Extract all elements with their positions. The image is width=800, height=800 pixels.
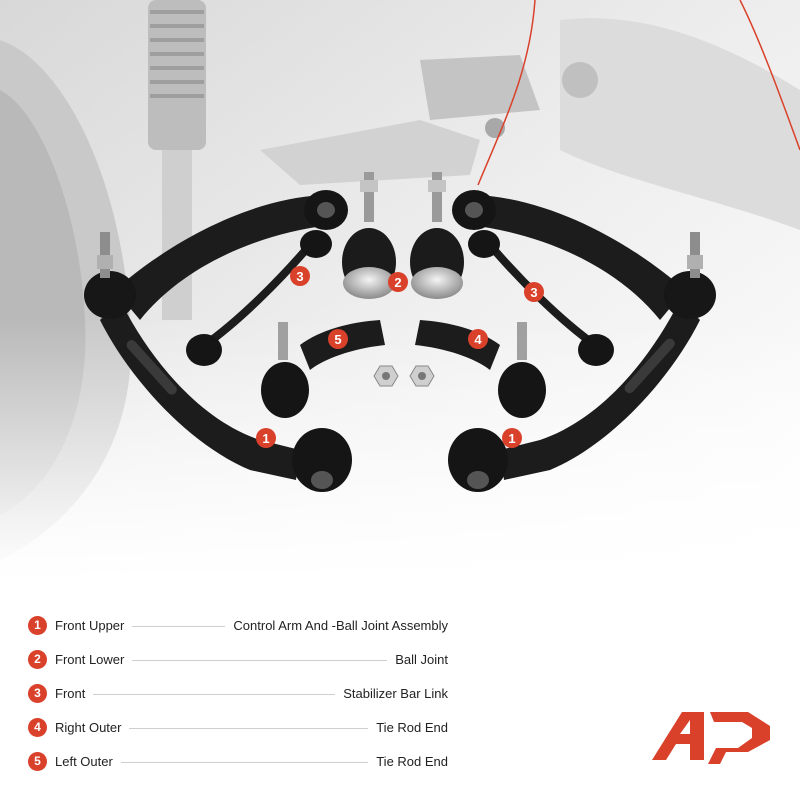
legend-part-name: Ball Joint: [395, 651, 448, 667]
legend-leader-line: [132, 659, 388, 661]
legend-part-name: Stabilizer Bar Link: [343, 685, 448, 701]
callout-1-left: 1: [256, 428, 276, 448]
legend-number-badge: 5: [28, 751, 47, 771]
legend-leader-line: [120, 761, 369, 763]
callout-label: 1: [508, 431, 515, 446]
product-illustration: 1 1 2 3 3 4 5: [0, 0, 800, 580]
nuts: [373, 365, 435, 387]
legend-part-name: Control Arm And -Ball Joint Assembly: [233, 617, 448, 633]
tie-rod-ends: [261, 320, 546, 418]
legend-position: Front: [55, 685, 86, 701]
ball-joints: [342, 172, 464, 299]
legend-row: 1 Front Upper Control Arm And -Ball Join…: [28, 608, 448, 642]
legend-number-badge: 2: [28, 649, 47, 669]
callout-1-right: 1: [502, 428, 522, 448]
product-photo: 1 1 2 3 3 4 5: [0, 0, 800, 580]
legend-row: 5 Left Outer Tie Rod End: [28, 744, 448, 778]
callout-3-right: 3: [524, 282, 544, 302]
left-control-arm: [84, 190, 352, 492]
parts-legend: 1 Front Upper Control Arm And -Ball Join…: [28, 608, 448, 778]
callout-label: 4: [474, 332, 482, 347]
legend-number-badge: 1: [28, 615, 47, 635]
callout-3-left: 3: [290, 266, 310, 286]
callout-label: 3: [296, 269, 303, 284]
legend-leader-line: [129, 727, 369, 729]
legend-row: 4 Right Outer Tie Rod End: [28, 710, 448, 744]
callout-5: 5: [328, 329, 348, 349]
legend-position: Left Outer: [55, 753, 113, 769]
legend-position: Front Lower: [55, 651, 125, 667]
callout-label: 5: [334, 332, 341, 347]
legend-number-badge: 4: [28, 717, 47, 737]
legend-leader-line: [93, 693, 336, 695]
right-control-arm: [448, 190, 716, 492]
callout-label: 1: [262, 431, 269, 446]
legend-position: Front Upper: [55, 617, 125, 633]
callout-label: 2: [394, 275, 401, 290]
callout-2: 2: [388, 272, 408, 292]
legend-number-badge: 3: [28, 683, 47, 703]
legend-part-name: Tie Rod End: [376, 719, 448, 735]
legend-leader-line: [132, 625, 226, 627]
callout-4: 4: [468, 329, 488, 349]
callout-label: 3: [530, 285, 537, 300]
legend-position: Right Outer: [55, 719, 122, 735]
legend-part-name: Tie Rod End: [376, 753, 448, 769]
legend-row: 3 Front Stabilizer Bar Link: [28, 676, 448, 710]
legend-row: 2 Front Lower Ball Joint: [28, 642, 448, 676]
brand-logo: [652, 712, 770, 764]
